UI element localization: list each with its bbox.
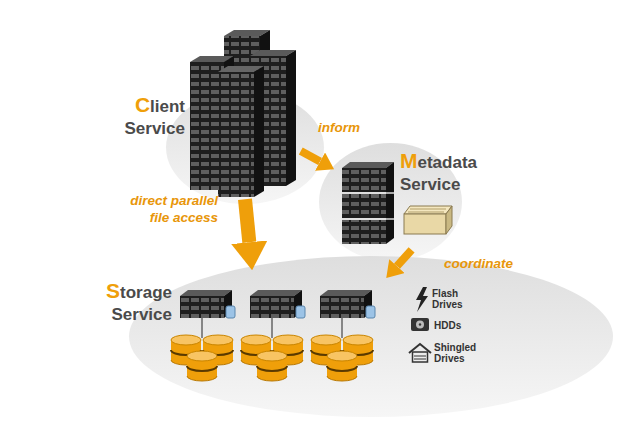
client-rack — [190, 30, 296, 197]
arrow-label: coordinate — [444, 256, 534, 273]
client-service-ellipse: Client Service — [165, 90, 325, 205]
drive-type-label: HDDs — [434, 320, 474, 331]
drive-type-label: Flash Drives — [432, 288, 478, 310]
service-title: Client Service — [103, 92, 185, 140]
hdd-icon — [411, 318, 429, 331]
flow-arrow — [245, 199, 249, 242]
service-title: Storage Service — [90, 278, 172, 326]
arrow-label: direct parallel file access — [130, 193, 218, 227]
ellipse-shape — [165, 90, 325, 205]
drive-type-label: Shingled Drives — [434, 342, 486, 364]
service-title: Metadata Service — [400, 148, 490, 196]
metadata-server — [342, 162, 394, 244]
ellipse-shape — [128, 255, 614, 418]
metadata-service-ellipse: Metadata Service — [318, 142, 463, 262]
arrow-label: inform — [318, 120, 378, 137]
folder-icon — [404, 206, 452, 234]
storage-service-ellipse: Storage Service — [128, 255, 614, 418]
